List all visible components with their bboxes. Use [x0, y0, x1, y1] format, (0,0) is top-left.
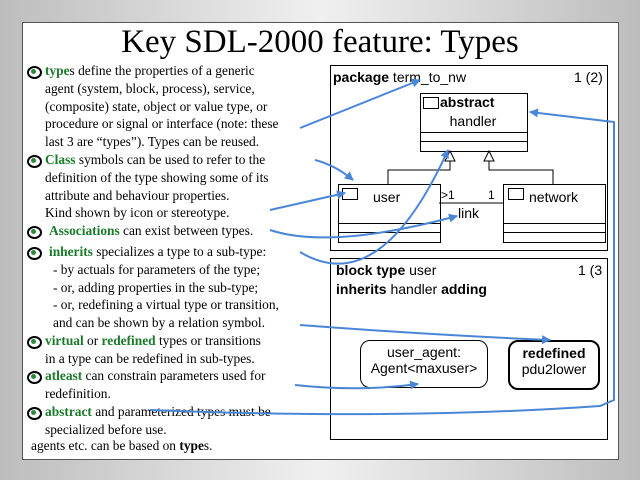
- class-icon: [508, 188, 524, 200]
- user-agent-set: user_agent: Agent<maxuser>: [360, 340, 488, 388]
- bullet-inherits: inherits specializes a type to a sub-typ…: [49, 244, 279, 331]
- inheritance-line-user: [387, 160, 451, 184]
- class-handler: [420, 93, 528, 152]
- handler-name: handler: [449, 113, 497, 129]
- bullet-icon: [27, 336, 42, 349]
- arrow-relation-to-redefined: [299, 324, 551, 345]
- keyword-virtual: virtual: [45, 333, 84, 348]
- package-diagram: [330, 65, 608, 251]
- footer-note: agents etc. can be based on types.: [31, 438, 213, 453]
- arrow-types-to-package: [299, 78, 421, 129]
- inherits-clause: inherits handler adding: [336, 281, 487, 297]
- keyword-inherits: inherits: [49, 244, 93, 259]
- keyword-redefined: redefined: [101, 333, 156, 348]
- multiplicity-right: 1: [488, 188, 495, 202]
- keyword-atleast: atleast: [45, 368, 83, 383]
- user-class-name: user: [373, 189, 401, 205]
- slide-title: Key SDL-2000 feature: Types: [121, 24, 519, 60]
- keyword-class: Class: [45, 152, 76, 167]
- bullet-atleast: atleast can constrain parameters used fo…: [45, 368, 266, 401]
- association-label: link: [458, 205, 480, 221]
- bullet-icon: [27, 247, 42, 260]
- arrow-inherits-to-triangle: [299, 149, 449, 265]
- class-icon: [423, 97, 439, 109]
- block-heading: block type user: [336, 262, 437, 278]
- arrow-abstract-to-handler: [149, 108, 615, 416]
- arrow-associations-to-link: [269, 213, 458, 239]
- bullet-associations: Associations can exist between types.: [49, 223, 254, 238]
- block-type-diagram: [330, 258, 608, 440]
- bullet-icon: [27, 407, 42, 420]
- arrow-class-to-user: [314, 159, 354, 181]
- redefined-pdu2lower: redefined pdu2lower: [508, 340, 600, 390]
- bullet-icon: [27, 66, 42, 79]
- inheritance-line-network: [488, 160, 554, 184]
- bullet-types: types define the properties of a generic…: [45, 63, 279, 150]
- block-page-number: 1 (3: [578, 262, 603, 278]
- keyword-abstract: abstract: [45, 404, 92, 419]
- bullet-icon: [27, 155, 42, 168]
- bullet-class: Class symbols can be used to refer to th…: [45, 152, 269, 221]
- arrow-atleast-to-agent: [294, 380, 419, 390]
- inheritance-triangle: [483, 149, 495, 162]
- bullet-icon: [27, 371, 42, 384]
- bullet-icon: [27, 226, 42, 239]
- arrow-kind-to-icon: [269, 190, 346, 211]
- network-class-name: network: [529, 189, 579, 205]
- multiplicity-left: >1: [441, 188, 455, 202]
- handler-abstract-keyword: abstract: [440, 94, 495, 110]
- package-page-number: 1 (2): [574, 69, 603, 85]
- bullet-virtual: virtual or redefined types or transition…: [45, 333, 261, 366]
- keyword-types: type: [45, 63, 70, 78]
- keyword-associations: Associations: [49, 223, 120, 238]
